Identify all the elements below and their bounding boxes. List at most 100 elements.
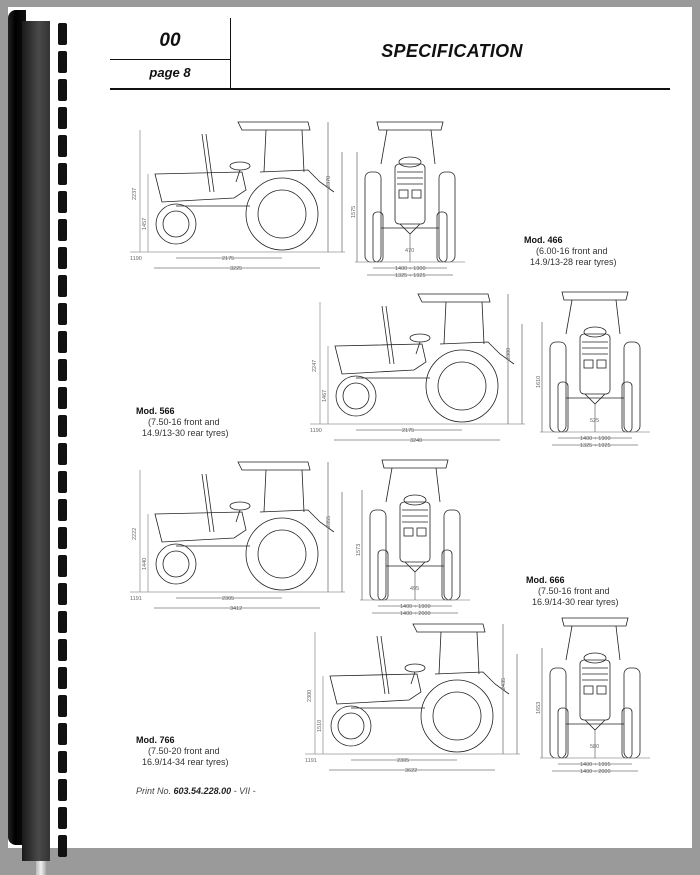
overall-length-label: 3622: [405, 768, 417, 774]
model-name: Mod. 466: [524, 235, 563, 245]
mod-766-side-view: 2305 3622 2435 2300 1510 1191: [305, 612, 535, 777]
ground-clearance-label: 1191: [305, 758, 317, 764]
model-name: Mod. 666: [526, 575, 565, 585]
height-label: 1610: [536, 376, 542, 388]
overall-length-label: 3412: [230, 606, 242, 612]
height-label: 1653: [536, 702, 542, 714]
binding-ring: [22, 609, 67, 651]
binding-ring: [22, 693, 67, 735]
model-name: Mod. 766: [136, 735, 175, 745]
axle-height-label: 1510: [317, 720, 323, 732]
height-label: 1573: [356, 544, 362, 556]
axle-height-label: 1440: [142, 558, 148, 570]
binding-ring: [22, 413, 67, 455]
mod-766-front-view: 1653 580 1400 ÷ 1995 1400 ÷ 2000: [530, 608, 660, 773]
mod-466-caption: Mod. 466 (6.00-16 front and 14.9/13-28 r…: [524, 235, 617, 268]
mod-666-caption: Mod. 666 (7.50-16 front and 16.9/14-30 r…: [526, 575, 619, 608]
section-number: 00: [159, 30, 181, 51]
total-height-label: 2435: [501, 678, 507, 690]
binding-ring: [22, 441, 67, 483]
page-number: page 8: [149, 65, 191, 80]
height-label: 1575: [351, 206, 357, 218]
wheelbase-label: 2305: [397, 758, 409, 764]
track-front-label: 1400 ÷ 1900: [395, 266, 426, 272]
binding-spine: [8, 10, 26, 845]
binding-ring: [22, 77, 67, 119]
binding-ring: [22, 833, 67, 875]
binding-ring: [22, 133, 67, 175]
track-rear-label: 1400 ÷ 2000: [580, 769, 611, 773]
binding-ring: [22, 497, 67, 539]
binding-ring: [22, 161, 67, 203]
binding-ring: [22, 217, 67, 259]
mod-466-side-view: 2175 3225 2370 2237 1457 1190: [130, 110, 360, 275]
binding-ring: [22, 553, 67, 595]
mod-666-side-view: 2305 3412 2355 2222 1440 1191: [130, 450, 360, 615]
under-axle-label: 580: [590, 744, 599, 750]
header-divider-vertical: [230, 18, 231, 89]
track-rear-label: 1325 ÷ 1925: [580, 443, 611, 447]
front-tyres: (7.50-20 front and: [148, 746, 220, 756]
total-height-label: 2370: [326, 176, 332, 188]
track-front-label: 1400 ÷ 1995: [580, 762, 611, 768]
hood-height-label: 2237: [132, 188, 138, 200]
overall-length-label: 3225: [230, 266, 242, 272]
binding-ring: [22, 273, 67, 315]
print-number-footer: Print No. 603.54.228.00 - VII -: [136, 786, 256, 796]
wheelbase-label: 2175: [402, 428, 414, 434]
mod-666-front-view: 1573 495 1400 ÷ 1900 1400 ÷ 2000: [350, 450, 480, 615]
binding-ring: [22, 329, 67, 371]
mod-766-caption: Mod. 766 (7.50-20 front and 16.9/14-34 r…: [136, 735, 229, 768]
binding-ring: [22, 637, 67, 679]
binding-ring: [22, 805, 67, 847]
binding-ring: [22, 385, 67, 427]
front-tyres: (7.50-16 front and: [148, 417, 220, 427]
binding-ring: [22, 665, 67, 707]
binding-ring: [22, 749, 67, 791]
binding-ring: [22, 245, 67, 287]
track-rear-label: 1325 ÷ 1925: [395, 273, 426, 277]
under-axle-label: 470: [405, 248, 414, 254]
total-height-label: 2380: [506, 348, 512, 360]
header-divider-short: [110, 59, 231, 60]
roman-page: - VII -: [233, 786, 256, 796]
binding-ring: [22, 49, 67, 91]
header-divider: [110, 88, 670, 90]
front-tyres: (7.50-16 front and: [538, 586, 610, 596]
axle-height-label: 1457: [142, 218, 148, 230]
axle-height-label: 1467: [322, 390, 328, 402]
mod-566-front-view: 1610 525 1400 ÷ 1900 1325 ÷ 1925: [530, 282, 660, 447]
ground-clearance-label: 1191: [130, 596, 142, 602]
track-front-label: 1400 ÷ 1900: [400, 604, 431, 610]
rear-tyres: 14.9/13-28 rear tyres): [530, 257, 617, 267]
binding-ring: [22, 189, 67, 231]
ground-clearance-label: 1190: [310, 428, 322, 434]
mod-466-front-view: 1575 470 1400 ÷ 1900 1325 ÷ 1925: [345, 112, 475, 277]
print-prefix: Print No.: [136, 786, 172, 796]
page-title: SPECIFICATION: [381, 41, 523, 61]
binding-ring: [22, 469, 67, 511]
binding-ring: [22, 357, 67, 399]
binding-ring: [22, 721, 67, 763]
wheelbase-label: 2175: [222, 256, 234, 262]
wheelbase-label: 2305: [222, 596, 234, 602]
binding-ring: [22, 777, 67, 819]
ground-clearance-label: 1190: [130, 256, 142, 262]
binding-ring: [22, 105, 67, 147]
binding-ring: [22, 581, 67, 623]
model-name: Mod. 566: [136, 406, 175, 416]
binding-ring: [22, 21, 67, 63]
hood-height-label: 2300: [307, 690, 313, 702]
track-rear-label: 1400 ÷ 2000: [400, 611, 431, 615]
hood-height-label: 2222: [132, 528, 138, 540]
rear-tyres: 16.9/14-34 rear tyres): [142, 757, 229, 767]
spiral-binding: [8, 7, 67, 875]
front-tyres: (6.00-16 front and: [536, 246, 608, 256]
total-height-label: 2355: [326, 516, 332, 528]
hood-height-label: 2247: [312, 360, 318, 372]
binding-ring: [22, 525, 67, 567]
binding-ring: [22, 301, 67, 343]
under-axle-label: 495: [410, 586, 419, 592]
print-number: 603.54.228.00: [173, 786, 232, 796]
manual-page: [8, 7, 692, 848]
